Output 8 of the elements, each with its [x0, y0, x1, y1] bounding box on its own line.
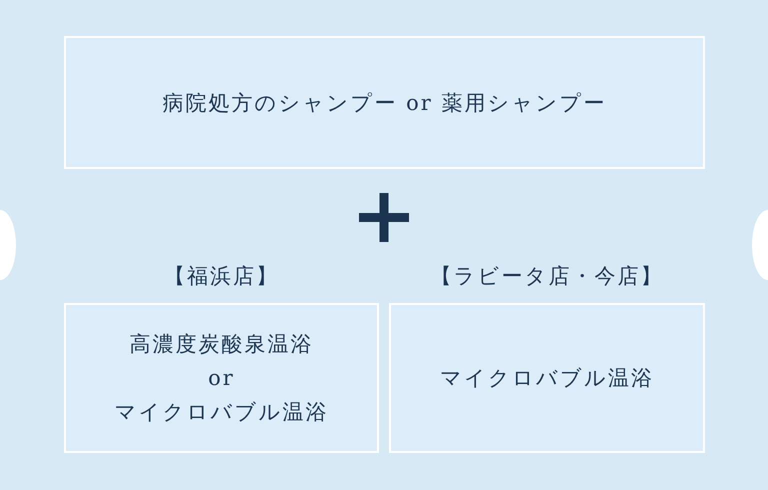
- text-box: [64, 36, 705, 169]
- heading: 【ラビータ店・今店】: [430, 263, 664, 290]
- heading: 【福浜店】: [163, 263, 280, 290]
- box-text: マイクロバブル温浴: [440, 365, 654, 392]
- text-box: [389, 303, 705, 453]
- box-text: 高濃度炭酸泉温浴 or マイクロバブル温浴: [114, 331, 328, 426]
- text-box: [64, 303, 379, 453]
- box-text: 病院処方のシャンプー or 薬用シャンプー: [162, 90, 607, 116]
